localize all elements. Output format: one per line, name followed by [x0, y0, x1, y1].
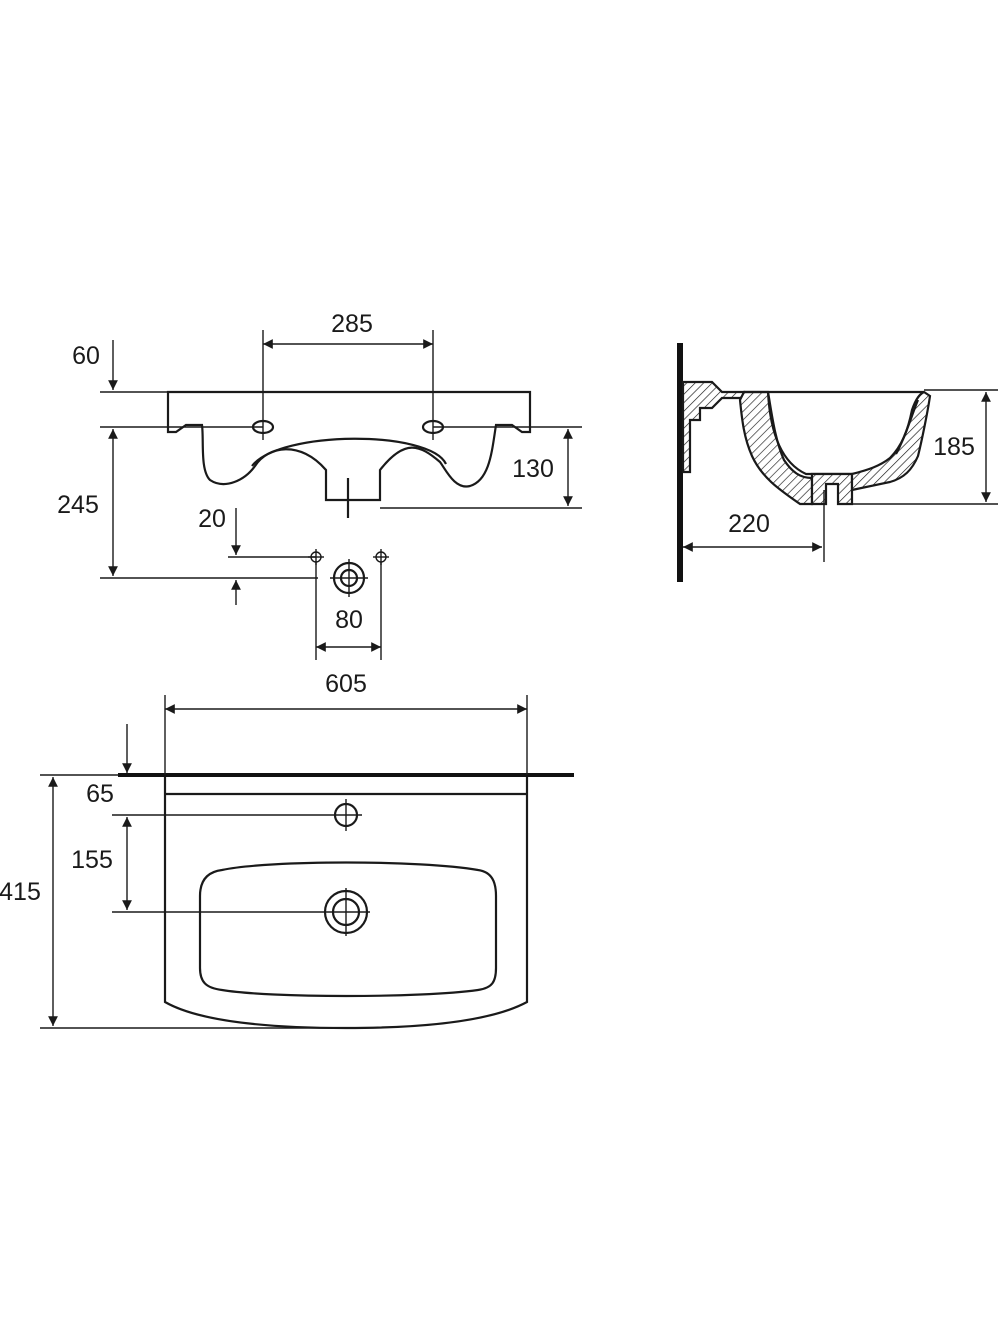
dim-label-605: 605	[325, 670, 367, 698]
dim-label-245: 245	[57, 491, 99, 519]
dim-label-130: 130	[512, 455, 554, 483]
bowl-section-left	[738, 390, 814, 506]
overflow-channel	[895, 399, 920, 455]
side-section-view: 185 220	[677, 343, 998, 582]
dim-label-60: 60	[72, 342, 100, 370]
dim-label-415: 415	[0, 878, 41, 906]
dim-label-65: 65	[86, 780, 114, 808]
bowl-section-right	[850, 390, 932, 492]
bowl-plan-outline	[198, 861, 498, 998]
dim-label-185: 185	[933, 433, 975, 461]
bowl-inner-curve	[766, 391, 852, 476]
back-bracket-section	[681, 380, 746, 474]
dim-label-80: 80	[335, 606, 363, 634]
dim-label-155: 155	[71, 846, 113, 874]
basin-front-outline	[166, 390, 532, 502]
dim-label-220: 220	[728, 510, 770, 538]
plan-view: 605 65 155 415	[0, 670, 574, 1030]
basin-bowl-curve	[251, 437, 447, 467]
front-view: 285 60 245 130 20 8	[57, 310, 582, 660]
dim-label-20: 20	[198, 505, 226, 533]
dim-label-285: 285	[331, 310, 373, 338]
drain-section	[810, 472, 854, 506]
